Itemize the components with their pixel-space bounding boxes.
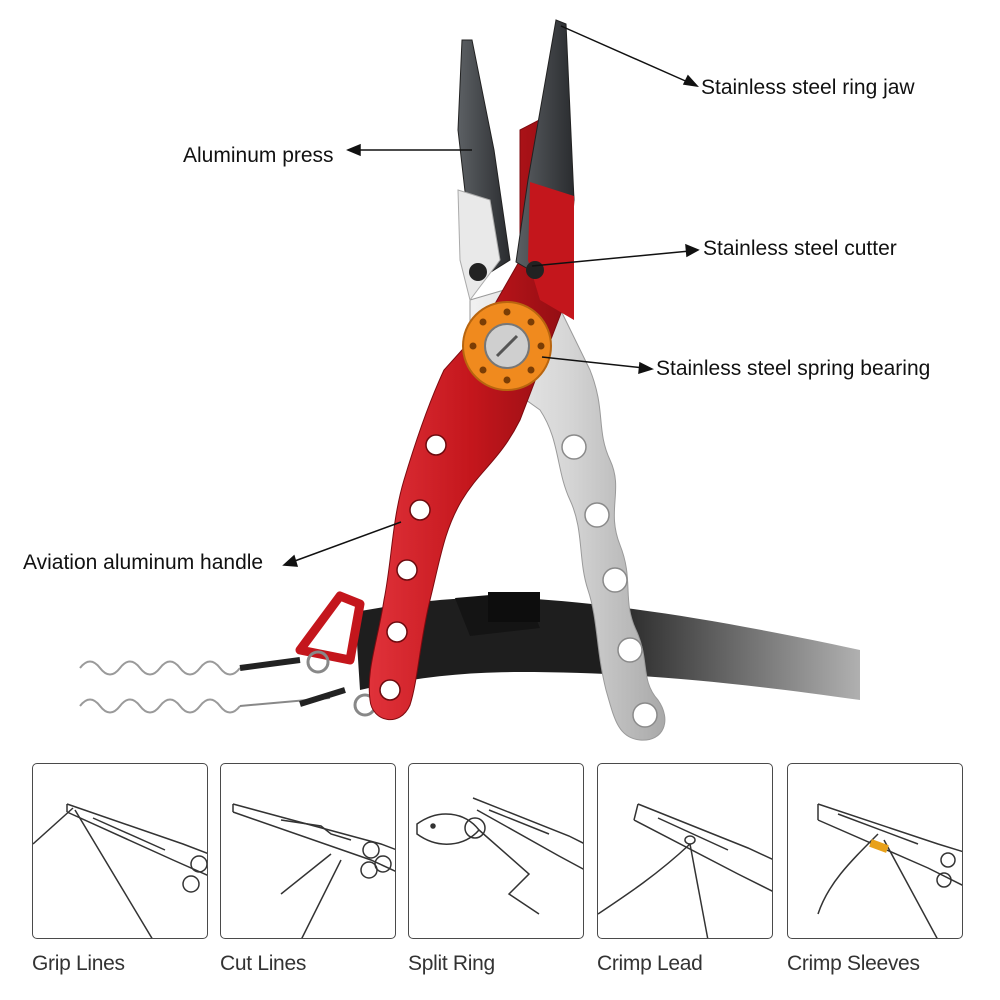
cut-lines-illustration bbox=[232, 803, 395, 938]
use-panel-split-ring bbox=[408, 763, 584, 939]
label-ring-jaw: Stainless steel ring jaw bbox=[701, 76, 915, 99]
use-caption-grip-lines: Grip Lines bbox=[32, 952, 125, 975]
label-cutter: Stainless steel cutter bbox=[703, 237, 897, 260]
crimp-sleeves-illustration bbox=[817, 803, 962, 938]
grip-lines-illustration bbox=[33, 803, 207, 938]
use-caption-crimp-lead: Crimp Lead bbox=[597, 952, 703, 975]
use-caption-split-ring: Split Ring bbox=[408, 952, 495, 975]
use-caption-crimp-sleeves: Crimp Sleeves bbox=[787, 952, 920, 975]
use-caption-cut-lines: Cut Lines bbox=[220, 952, 307, 975]
coil-lanyard bbox=[0, 640, 346, 730]
use-panel-crimp-lead bbox=[597, 763, 773, 939]
crimp-lead-illustration bbox=[598, 803, 772, 938]
use-panel-crimp-sleeves bbox=[787, 763, 963, 939]
fish-icon bbox=[416, 813, 480, 845]
jaws bbox=[457, 19, 575, 320]
use-panel-grip-lines bbox=[32, 763, 208, 939]
label-aluminum-press: Aluminum press bbox=[183, 144, 334, 167]
label-aluminum-handle: Aviation aluminum handle bbox=[23, 551, 264, 574]
spring-bearing bbox=[462, 301, 552, 391]
pliers-product-photo bbox=[0, 19, 1000, 741]
use-panel-cut-lines bbox=[220, 763, 396, 939]
split-ring-illustration bbox=[416, 797, 583, 915]
label-spring-bearing: Stainless steel spring bearing bbox=[656, 357, 931, 380]
callout-arrows bbox=[282, 25, 700, 567]
